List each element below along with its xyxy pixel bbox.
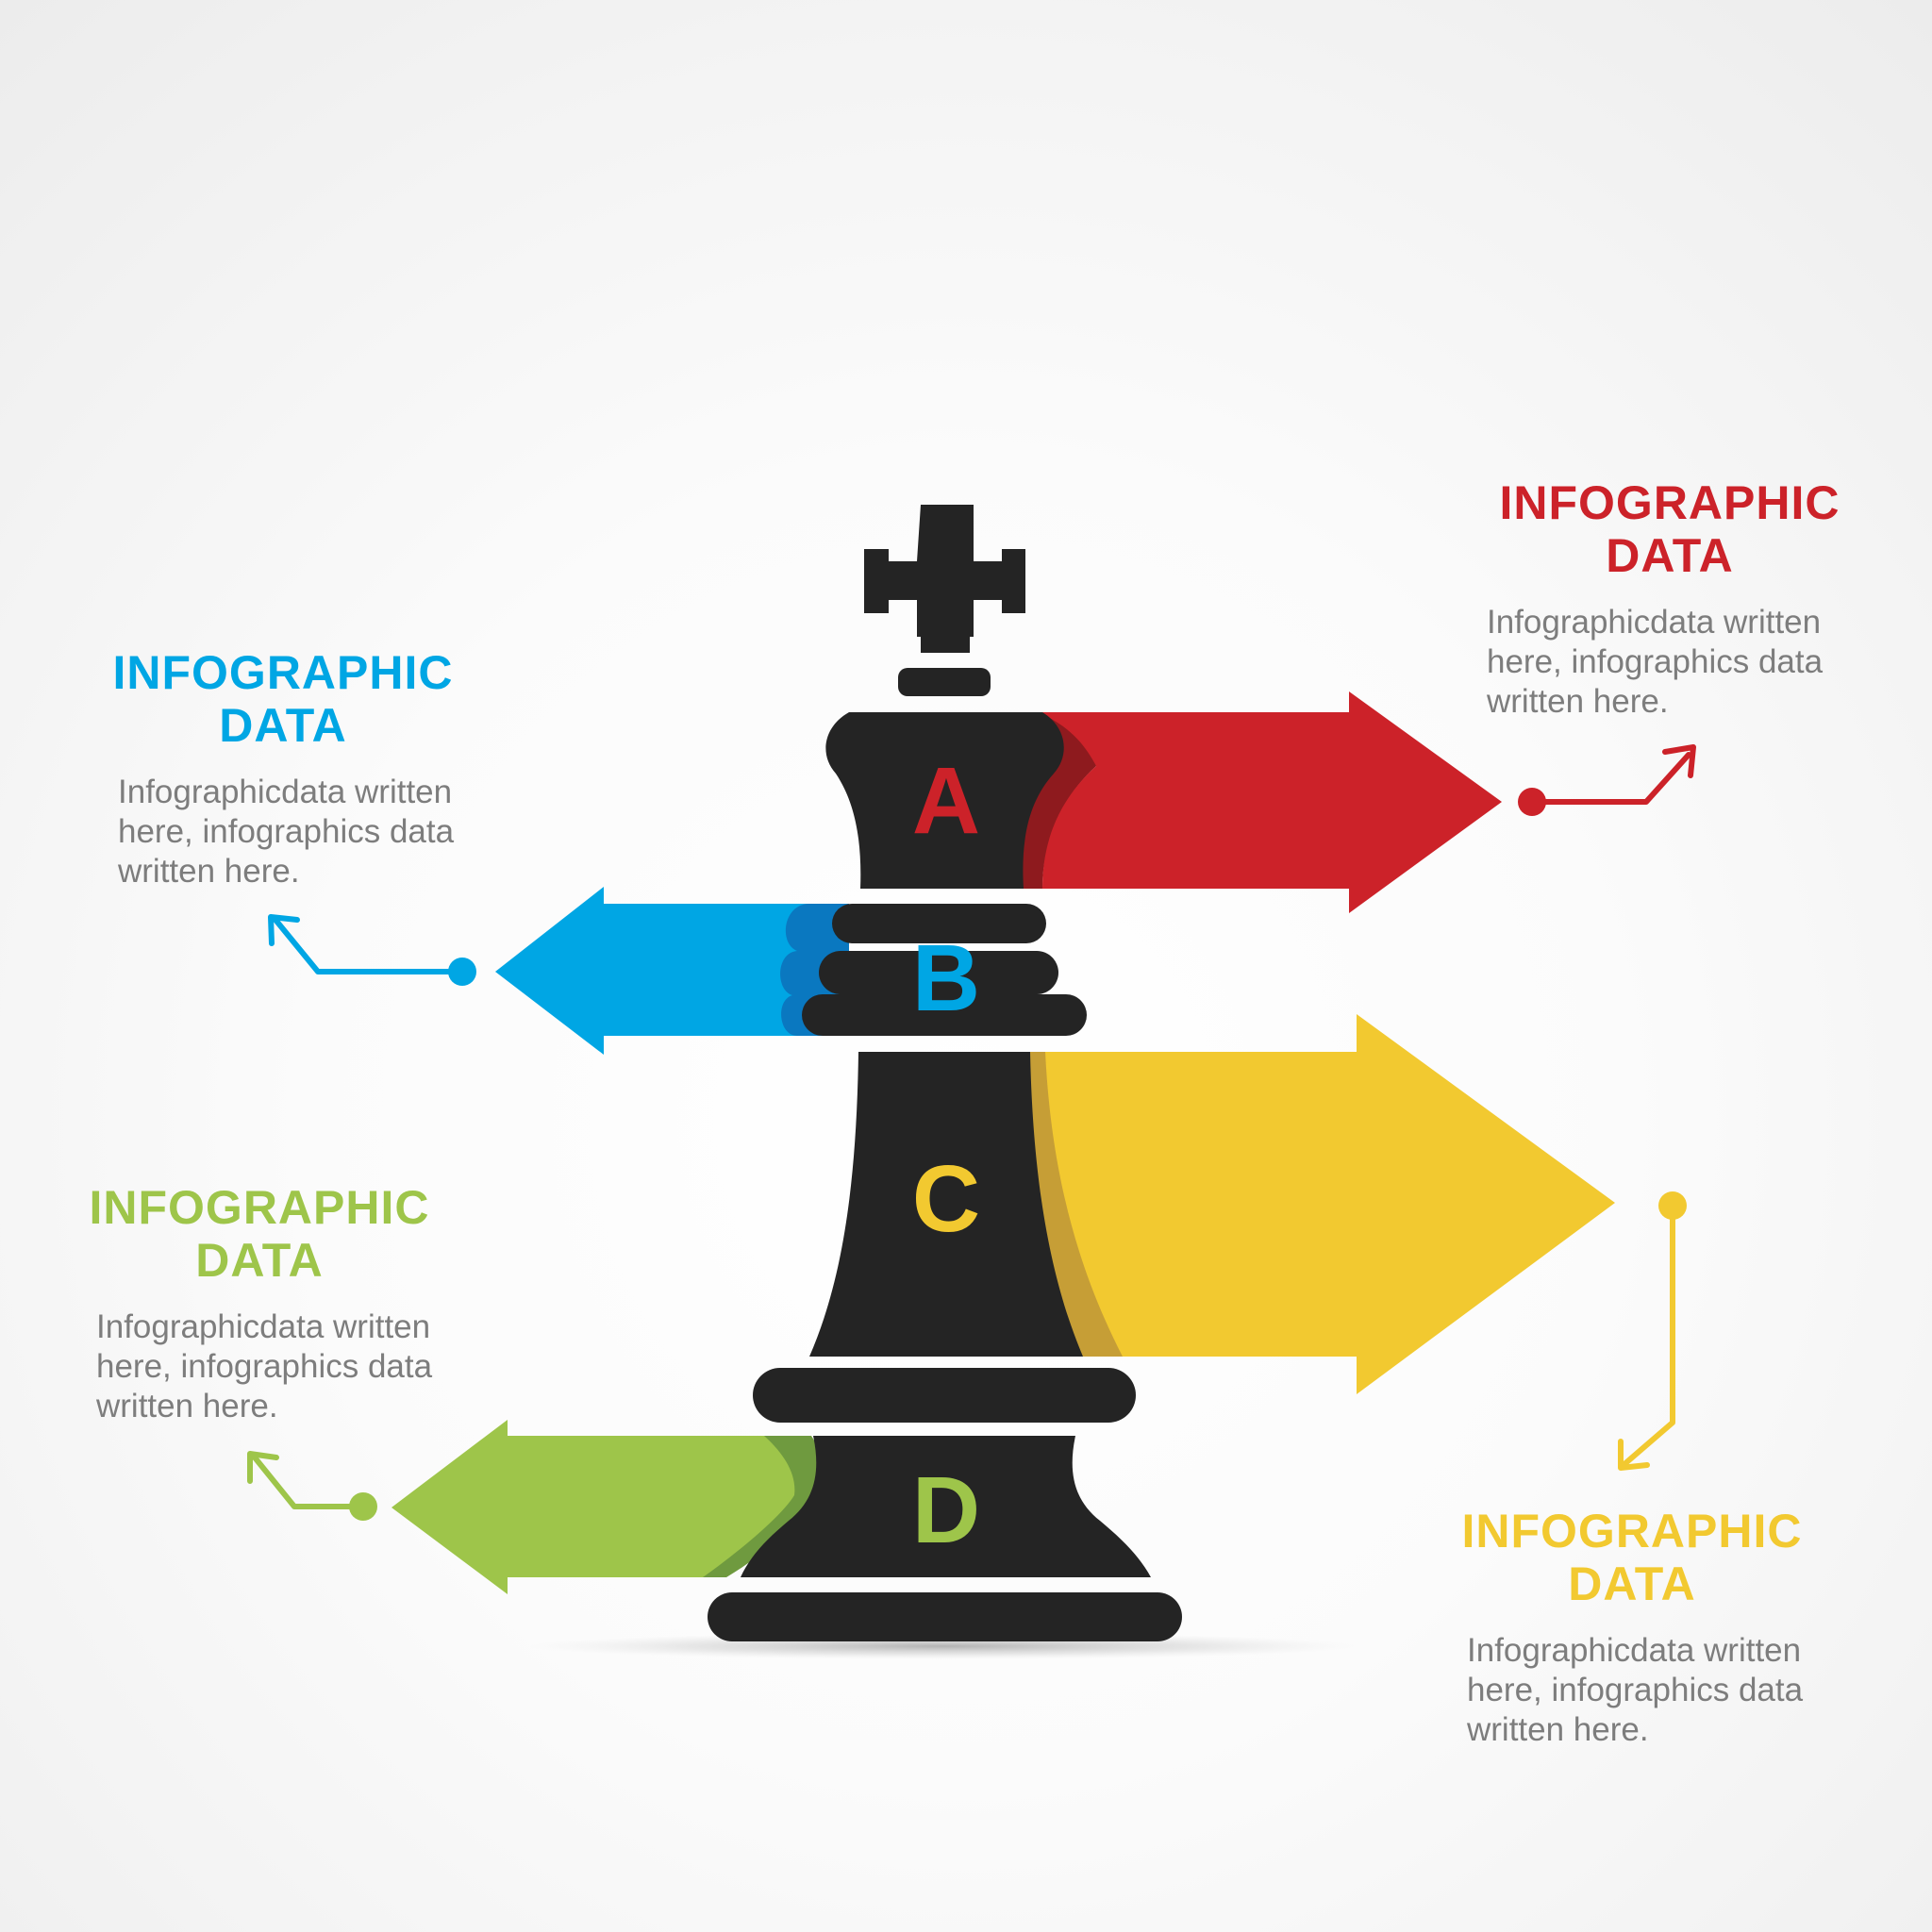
connector-b-dot xyxy=(448,958,476,986)
king-ring-bottom xyxy=(802,994,1087,1036)
connector-a xyxy=(1518,744,1696,816)
connector-c-line xyxy=(1622,1203,1675,1467)
king-cross-icon xyxy=(864,505,1025,653)
callout-a-body-line3: written here. xyxy=(1487,683,1669,720)
segment-letter-b: B xyxy=(912,925,980,1031)
callout-a-body: Infographicdata written here, infographi… xyxy=(1487,603,1868,722)
connector-d-arrowhead-icon xyxy=(247,1451,279,1484)
arrow-b-body xyxy=(495,887,849,1055)
callout-b-body-line2: here, infographics data xyxy=(118,813,455,850)
callout-c-title: INFOGRAPHIC DATA xyxy=(1453,1505,1811,1610)
king-ring-top xyxy=(832,904,1046,943)
callout-a-body-line1: Infographicdata written xyxy=(1487,604,1822,641)
arrow-a xyxy=(991,691,1502,913)
connector-d-line xyxy=(252,1455,366,1509)
callout-c-body-line1: Infographicdata written xyxy=(1467,1632,1802,1669)
callout-b-title-line2: DATA xyxy=(219,699,347,752)
king-foot-plate xyxy=(708,1592,1182,1641)
callout-d-body-line1: Infographicdata written xyxy=(96,1308,431,1345)
arrow-b xyxy=(495,887,849,1055)
callout-a-body-line2: here, infographics data xyxy=(1487,643,1824,680)
callout-b-title: INFOGRAPHIC DATA xyxy=(104,646,462,752)
arrow-d-body xyxy=(391,1420,802,1594)
callout-a: INFOGRAPHIC DATA Infographicdata written… xyxy=(1472,476,1868,722)
callout-c-title-line2: DATA xyxy=(1568,1557,1696,1610)
callout-d-title-line1: INFOGRAPHIC xyxy=(89,1181,430,1234)
callout-b-body-line1: Infographicdata written xyxy=(118,774,453,810)
callout-d-title: INFOGRAPHIC DATA xyxy=(80,1181,439,1287)
segment-letter-d: D xyxy=(912,1457,980,1563)
callout-b: INFOGRAPHIC DATA Infographicdata written… xyxy=(104,646,462,891)
connector-b-line xyxy=(273,917,465,974)
callout-c-body: Infographicdata written here, infographi… xyxy=(1467,1631,1811,1750)
arrow-c-body xyxy=(1045,1014,1615,1394)
callout-c-body-line3: written here. xyxy=(1467,1711,1649,1748)
connector-c-dot xyxy=(1658,1191,1687,1220)
callout-b-title-line1: INFOGRAPHIC xyxy=(112,646,454,699)
callout-d-body: Infographicdata written here, infographi… xyxy=(96,1307,439,1426)
callout-d-title-line2: DATA xyxy=(195,1234,324,1287)
king-head xyxy=(825,712,1064,889)
arrow-d xyxy=(391,1420,826,1594)
arrow-a-body xyxy=(1038,691,1502,913)
connector-c xyxy=(1618,1191,1687,1471)
connector-b xyxy=(268,914,476,986)
callout-c-body-line2: here, infographics data xyxy=(1467,1672,1804,1708)
callout-a-title-line2: DATA xyxy=(1606,529,1734,582)
king-waist-disc xyxy=(753,1368,1136,1423)
king-ring-middle xyxy=(819,951,1058,994)
callout-a-title: INFOGRAPHIC DATA xyxy=(1472,476,1868,582)
arrow-c xyxy=(1019,1014,1615,1394)
segment-letter-c: C xyxy=(912,1146,980,1252)
connector-d xyxy=(247,1451,377,1521)
king-base xyxy=(741,1436,1151,1577)
king-chess-piece xyxy=(708,505,1182,1641)
segment-letter-a: A xyxy=(912,748,980,854)
callout-b-body-line3: written here. xyxy=(118,853,300,890)
callout-c: INFOGRAPHIC DATA Infographicdata written… xyxy=(1453,1505,1811,1750)
callout-d-body-line3: written here. xyxy=(96,1388,278,1424)
king-collar xyxy=(898,668,991,696)
connector-a-line xyxy=(1530,752,1691,805)
callout-d: INFOGRAPHIC DATA Infographicdata written… xyxy=(80,1181,439,1426)
connector-d-dot xyxy=(349,1492,377,1521)
connector-c-arrowhead-icon xyxy=(1618,1439,1650,1471)
callout-a-title-line1: INFOGRAPHIC xyxy=(1499,476,1840,529)
king-body xyxy=(809,1052,1083,1357)
callout-c-title-line1: INFOGRAPHIC xyxy=(1461,1505,1803,1557)
callout-b-body: Infographicdata written here, infographi… xyxy=(118,773,462,891)
connector-a-dot xyxy=(1518,788,1546,816)
connector-a-arrowhead-icon xyxy=(1662,744,1696,778)
arrow-d-shadow xyxy=(703,1436,826,1577)
connector-b-arrowhead-icon xyxy=(268,914,300,946)
callout-d-body-line2: here, infographics data xyxy=(96,1348,433,1385)
